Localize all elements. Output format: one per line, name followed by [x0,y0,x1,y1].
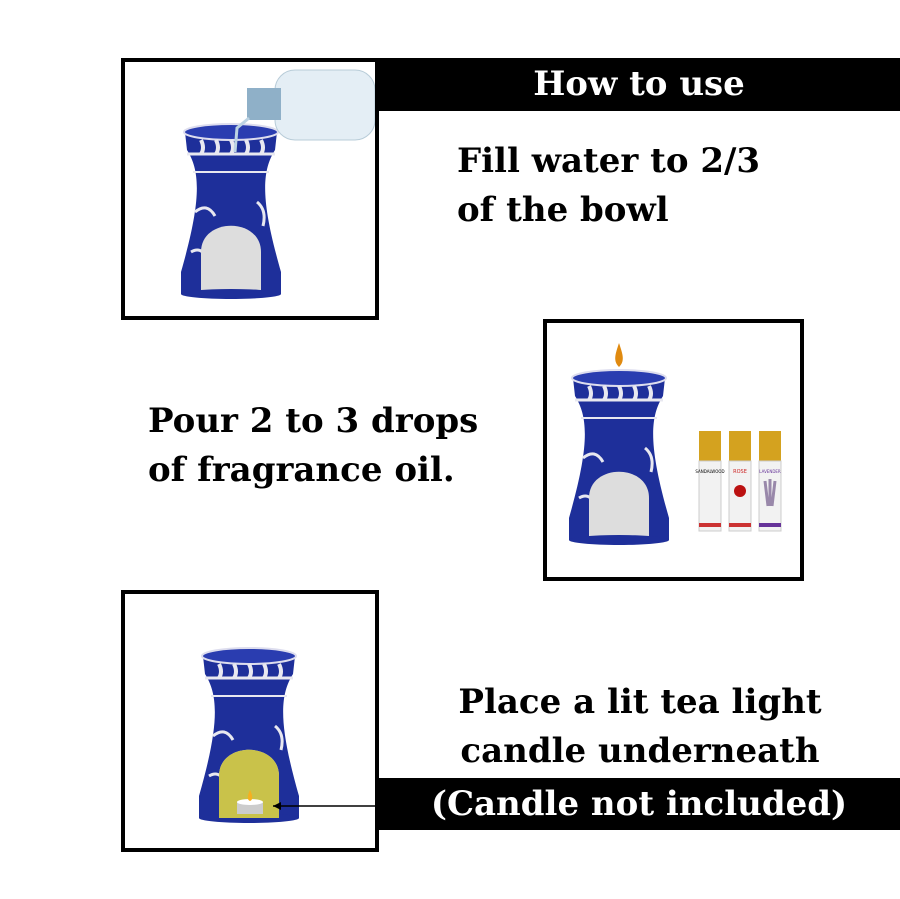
page-title: How to use [533,64,745,104]
vase-candle-illustration [197,646,375,825]
vase-water-illustration [179,69,375,301]
step2-text: Pour 2 to 3 drops of fragrance oil. [148,397,478,495]
bottle-label: ROSE [733,469,747,475]
step2-line1: Pour 2 to 3 drops [148,401,479,441]
candle-note-banner: (Candle not included) [378,778,900,830]
water-bottle-icon [233,69,375,153]
bottle-label: SANDALWOOD [695,469,724,474]
oil-bottles: SANDALWOOD ROSE LAVENDER [695,431,782,532]
bottle-label: LAVENDER [759,469,781,474]
step3-line2: candle underneath [460,731,820,771]
candle-note: (Candle not included) [430,784,848,824]
arrow-icon [273,802,375,810]
step1-text: Fill water to 2/3 of the bowl [457,137,760,235]
tea-light-candle-icon [237,790,263,814]
how-to-use-banner: How to use [378,58,900,111]
oil-drop-icon [615,343,623,367]
step3-line1: Place a lit tea light [458,682,822,722]
step2-line2: of fragrance oil. [148,450,455,490]
step1-line2: of the bowl [457,190,669,230]
step1-image-box [121,58,379,320]
step3-text: Place a lit tea light candle underneath [400,678,880,776]
step1-line1: Fill water to 2/3 [457,141,761,181]
step3-image-box [121,590,379,852]
step2-image-box: SANDALWOOD ROSE LAVENDER [543,319,804,581]
vase-oil-illustration: SANDALWOOD ROSE LAVENDER [567,343,782,547]
